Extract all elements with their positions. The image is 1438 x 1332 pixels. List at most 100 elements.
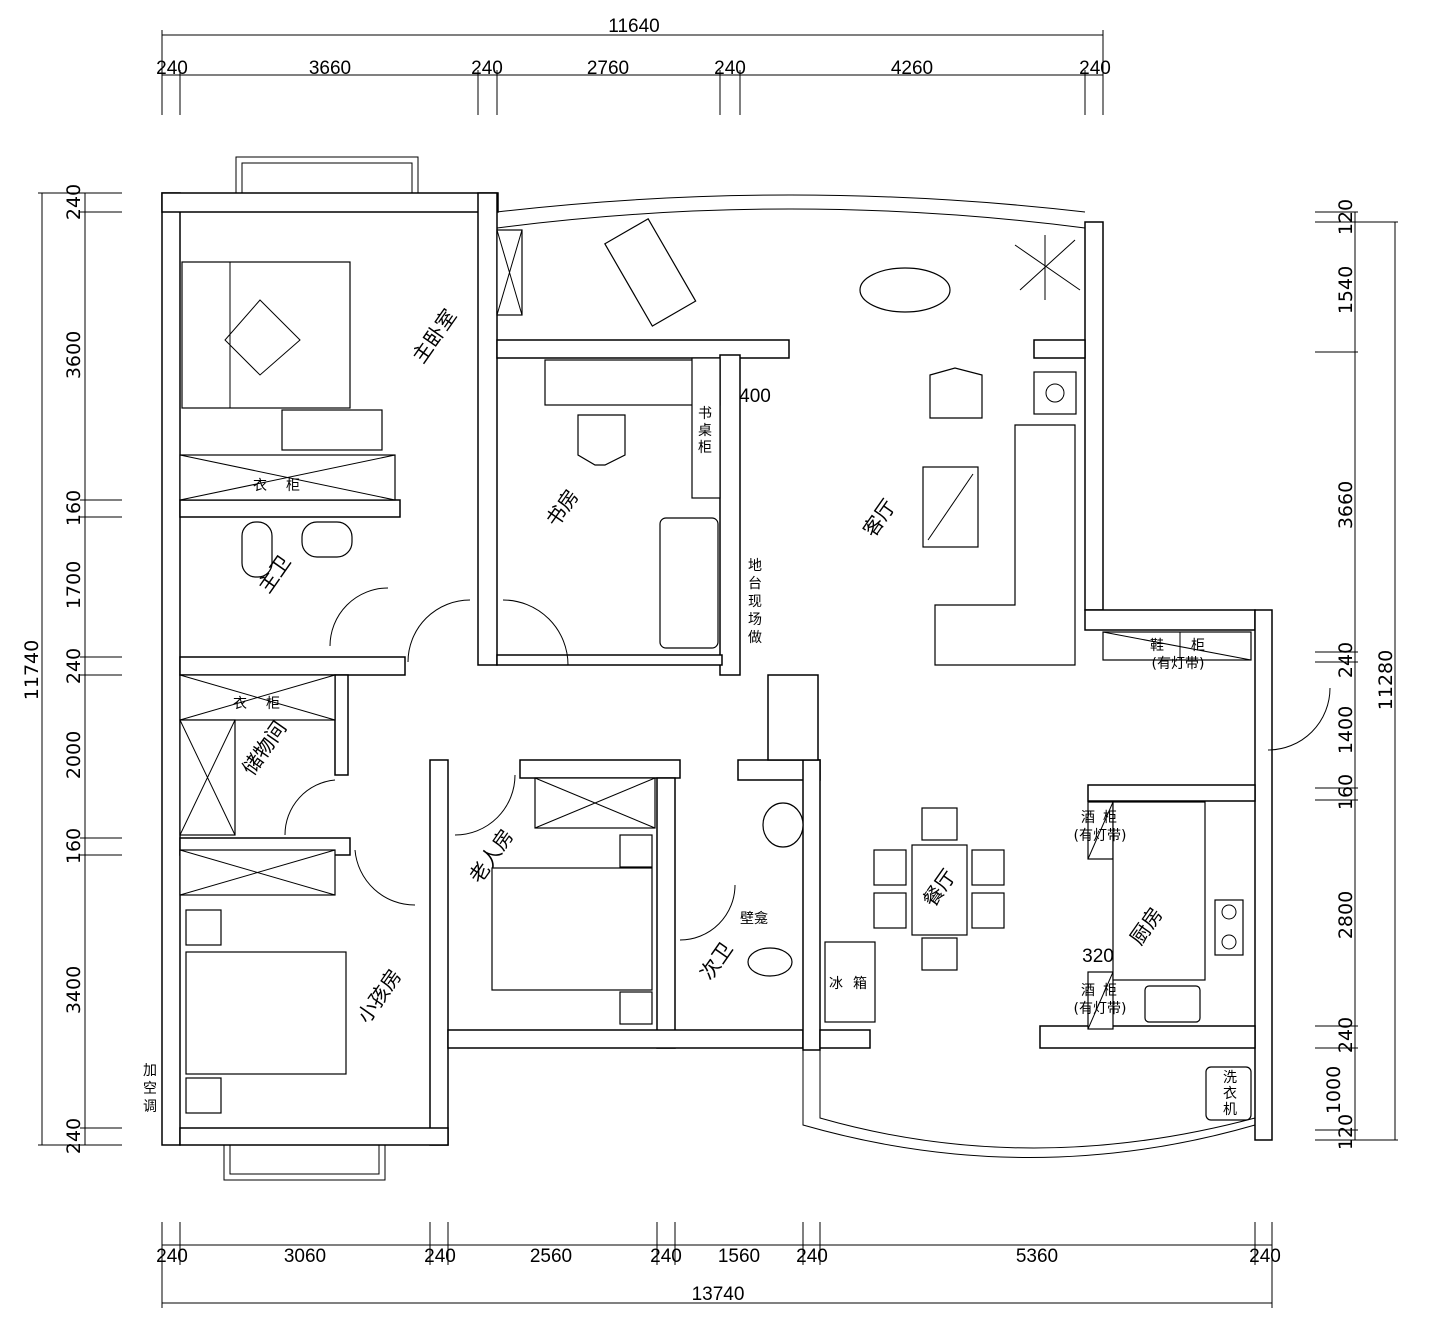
room-label-storage: 储物间 [237,717,291,780]
dining-table [911,844,968,936]
squat-toilet [747,947,793,977]
top-dim: 240 [1079,58,1111,79]
wardrobe-label: 衣 [253,478,267,494]
right-dim: 160 [1335,774,1357,810]
bottom-dim: 240 [424,1246,456,1267]
washer-label: 洗 [1223,1070,1237,1086]
platform-label: 做 [748,630,762,646]
right-dim: 120 [1335,199,1357,235]
right-dimensions: 120 1540 3660 240 1400 160 2800 240 1000… [1315,199,1398,1150]
bottom-dimensions: 240 3060 240 2560 240 1560 240 5360 240 … [156,1222,1281,1308]
room-label-second-bath: 次卫 [695,938,738,985]
shoe-cabinet-label: 柜 [1191,638,1205,654]
bottom-total-dim: 13740 [692,1284,745,1305]
wine-cabinet-label: 酒 [1081,810,1095,826]
right-dim: 3660 [1335,481,1357,529]
wine-cabinet-note: (有灯带) [1074,828,1127,844]
niche-label: 壁龛 [740,911,768,927]
left-dim: 160 [63,828,85,864]
right-dim: 120 [1335,1114,1357,1150]
shoe-cabinet-note: (有灯带) [1152,656,1205,672]
shoe-cabinet-label: 鞋 [1150,638,1164,654]
bottom-dim: 3060 [284,1246,326,1267]
platform-label: 地 [748,558,762,574]
aircon-label: 空 [143,1081,157,1097]
walls [161,156,1273,1181]
bottom-dim: 2560 [530,1246,572,1267]
fridge [824,941,876,1023]
wardrobe-label: 衣 [233,696,247,712]
room-label-living: 客厅 [858,495,901,542]
right-dim: 240 [1335,1017,1357,1053]
washer-label: 机 [1223,1102,1237,1118]
kitchen-counter [1112,801,1206,981]
left-dim: 3600 [63,331,85,379]
right-dim: 240 [1335,642,1357,678]
furniture [179,217,1252,1121]
washbasin [762,802,804,848]
top-dim: 240 [156,58,188,79]
left-dimensions: 240 3600 160 1700 240 2000 160 3400 240 … [21,184,122,1154]
top-dim: 240 [471,58,503,79]
right-total-dim: 11280 [1375,650,1397,710]
top-total-dim: 11640 [608,16,659,37]
left-dim: 3400 [63,966,85,1014]
fridge-label: 冰 [829,976,843,992]
left-dim: 1700 [63,561,85,609]
desk-cabinet-label: 柜 [698,440,712,456]
rockery [859,267,951,313]
washbasin [301,521,353,558]
lounge-chair [604,217,697,327]
double-bed [181,261,351,409]
stove [1214,899,1244,956]
bottom-dim: 240 [1249,1246,1281,1267]
room-label-kids-room: 小孩房 [352,965,406,1028]
aircon-label: 调 [143,1099,157,1115]
right-dim: 1400 [1335,706,1357,754]
bottom-dim: 240 [156,1246,188,1267]
l-sofa [934,424,1076,666]
wardrobe-label: 柜 [266,696,280,712]
doors [284,587,1331,941]
right-dim: 1540 [1335,266,1357,314]
wine-cabinet-label: 酒 [1081,983,1095,999]
top-dim: 4260 [891,58,933,79]
right-dim: 2800 [1335,891,1357,939]
left-dim: 2000 [63,731,85,779]
fridge-label: 箱 [853,976,867,992]
kids-bed [185,951,347,1075]
desk-cabinet-label: 桌 [698,423,712,439]
study-sofa [659,517,719,649]
elder-bed [491,867,653,991]
top-dim: 3660 [309,58,351,79]
bottom-dim: 1560 [718,1246,760,1267]
top-dim: 2760 [587,58,629,79]
wine-cabinet-note: (有灯带) [1074,1001,1127,1017]
wardrobe-label: 柜 [286,478,300,494]
left-dim: 240 [63,184,85,220]
wine-cabinet-label: 柜 [1103,810,1117,826]
desk [544,359,721,406]
toilet [241,521,273,578]
bottom-dim: 240 [796,1246,828,1267]
left-total-dim: 11740 [21,640,43,700]
desk-cabinet-label: 书 [698,406,712,422]
left-dim: 240 [63,1118,85,1154]
washer-label: 衣 [1223,1086,1237,1102]
platform-label: 场 [748,612,762,628]
room-label-master-bedroom: 主卧室 [407,305,461,368]
bottom-dim: 240 [650,1246,682,1267]
rug [281,409,383,451]
top-dim: 240 [714,58,746,79]
platform-label: 现 [748,594,762,610]
bottom-dim: 5360 [1016,1246,1058,1267]
platform-label: 台 [748,576,762,592]
left-dim: 160 [63,490,85,526]
aircon-label: 加 [143,1063,157,1079]
width-400-dim: 400 [739,386,771,407]
washing-machine [1205,1066,1252,1121]
room-label-study: 书房 [541,485,584,532]
wine-cabinet-label: 柜 [1103,983,1117,999]
left-dim: 240 [63,648,85,684]
